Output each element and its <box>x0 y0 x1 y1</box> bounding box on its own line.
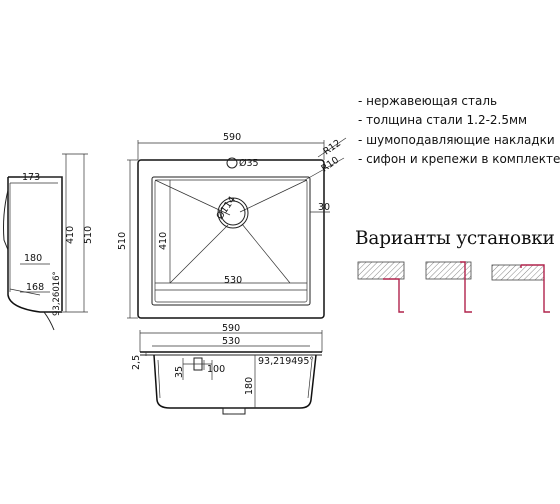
tap-hole-label: Ø35 <box>239 158 259 169</box>
variant-undermount <box>357 261 405 313</box>
radius-outer-label: R12 <box>321 138 343 158</box>
side-top-label: 173 <box>22 172 40 183</box>
side-depth-label: 180 <box>24 253 42 264</box>
side-view: 173 180 168 93,26016° 410 510 <box>3 153 94 331</box>
installation-variants <box>357 261 550 313</box>
side-base-label: 168 <box>26 282 44 293</box>
front-angle-label: 93,219495° <box>258 356 314 367</box>
spec-item: толщина стали 1.2-2.5мм <box>358 111 560 130</box>
top-inner-height-label: 410 <box>158 232 169 250</box>
variants-title: Варианты установки <box>355 228 555 249</box>
variant-flush <box>425 261 472 313</box>
side-inner-label: 410 <box>65 226 76 244</box>
variant-topmount <box>491 264 550 313</box>
spec-item: сифон и крепежи в комплекте <box>358 150 560 169</box>
side-outer-label: 510 <box>83 226 94 244</box>
front-inner-width-label: 530 <box>222 336 240 347</box>
front-width-label: 590 <box>222 323 240 334</box>
overflow-width-label: 100 <box>207 364 225 375</box>
overflow-height-label: 35 <box>174 366 185 378</box>
radius-inner-label: R10 <box>319 155 341 175</box>
side-angle-label: 93,26016° <box>52 271 62 316</box>
spec-item: нержавеющая сталь <box>358 92 560 111</box>
front-rim-label: 2,5 <box>131 355 142 370</box>
front-depth-label: 180 <box>244 377 255 395</box>
spec-item: шумоподавляющие накладки <box>358 131 560 150</box>
top-width-label: 590 <box>223 132 241 143</box>
rim-width-label: 30 <box>318 202 330 213</box>
top-height-label: 510 <box>117 232 128 250</box>
spec-list: нержавеющая сталь толщина стали 1.2-2.5м… <box>358 92 560 170</box>
top-inner-width-label: 530 <box>224 275 242 286</box>
drain-label: Ø114 <box>214 194 238 221</box>
front-view: 590 530 2,5 93,219495° 100 35 180 <box>131 323 323 415</box>
top-view: 590 510 410 530 Ø35 Ø114 R12 R10 30 <box>117 132 347 319</box>
